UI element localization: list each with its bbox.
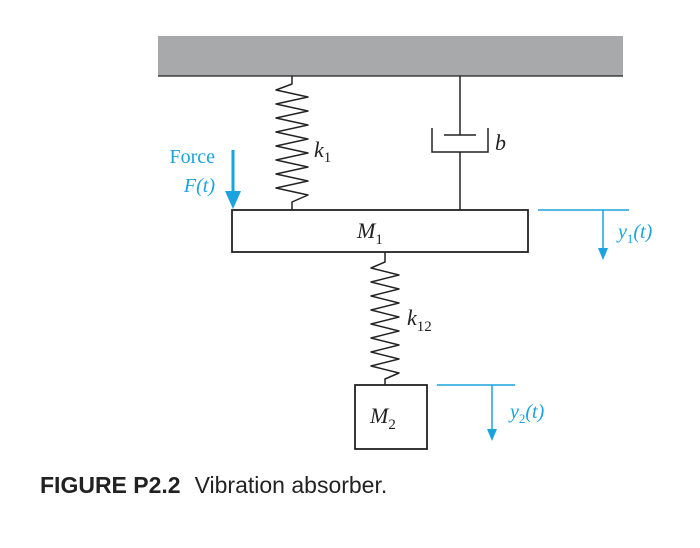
m1-label: M1 [356, 218, 383, 248]
figure-caption: FIGURE P2.2 Vibration absorber. [40, 472, 387, 499]
force-arrow [225, 150, 241, 209]
mass-m2 [354, 384, 428, 450]
m2-label: M2 [369, 403, 396, 433]
figure-caption-text: Vibration absorber. [194, 472, 388, 498]
figure-number: FIGURE P2.2 [40, 472, 181, 498]
y2-label: y2(t) [508, 401, 545, 426]
ground-ceiling [158, 36, 623, 76]
k12-label: k12 [407, 305, 432, 335]
force-label: Force [169, 146, 215, 168]
k1-label: k1 [314, 137, 331, 166]
y1-arrow [598, 210, 608, 260]
y2-arrow [487, 385, 497, 441]
spring-k1 [275, 76, 309, 210]
b-label: b [495, 130, 506, 155]
force-function-label: F(t) [183, 175, 215, 197]
damper-b [431, 76, 489, 210]
mass-m1 [231, 209, 529, 253]
y1-label: y1(t) [616, 221, 653, 246]
spring-k12 [370, 252, 400, 385]
